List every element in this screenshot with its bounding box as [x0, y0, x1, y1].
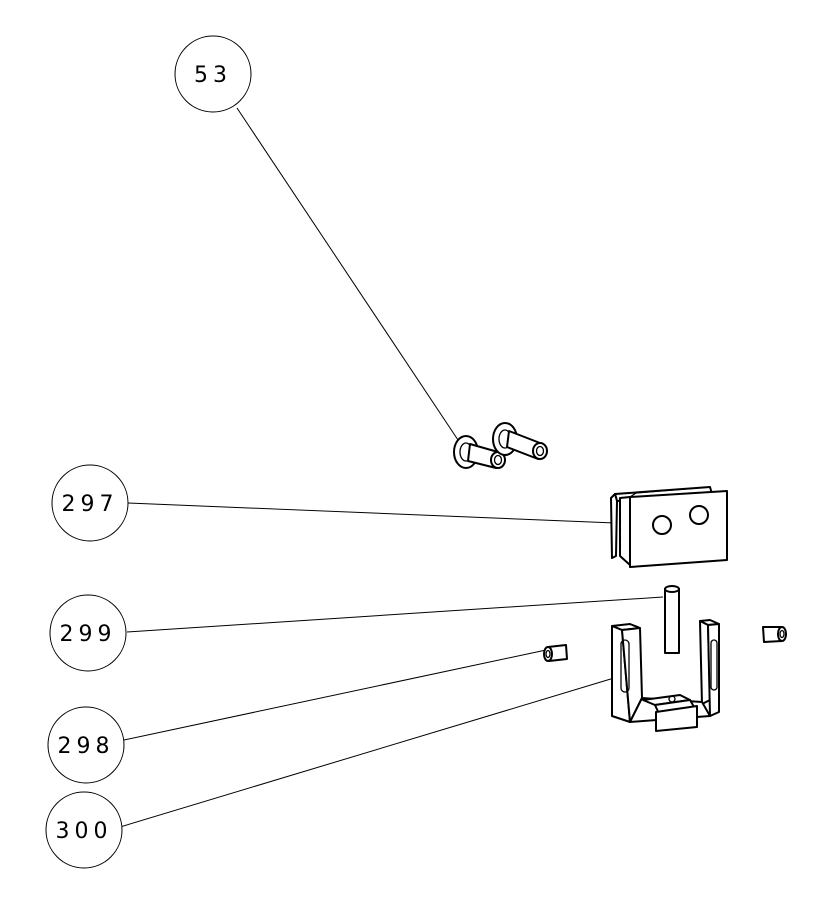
part-300-u-block: [611, 619, 720, 732]
part-298-set-screw: [543, 644, 568, 662]
part-297-bracket: [610, 486, 728, 568]
leader-line-297: [127, 502, 616, 524]
callout-label-299: 299: [60, 622, 117, 647]
callout-label-297: 297: [62, 492, 119, 517]
leader-line-300: [119, 677, 615, 828]
callout-balloon-298: 298: [47, 706, 125, 784]
callout-label-53: 53: [194, 63, 232, 88]
callout-balloon-299: 299: [49, 594, 127, 672]
leader-line-298: [123, 649, 547, 741]
leader-line-299: [126, 596, 664, 633]
callout-balloon-300: 300: [45, 791, 123, 869]
callout-label-300: 300: [56, 819, 113, 844]
callout-balloon-297: 297: [51, 464, 129, 542]
part-298-set-screw-right: [762, 626, 787, 643]
callout-balloon-53: 53: [174, 35, 252, 113]
part-53-screws: [453, 422, 548, 469]
callout-label-298: 298: [58, 734, 115, 759]
part-299-pin: [664, 585, 680, 654]
leader-line-53: [236, 107, 469, 456]
